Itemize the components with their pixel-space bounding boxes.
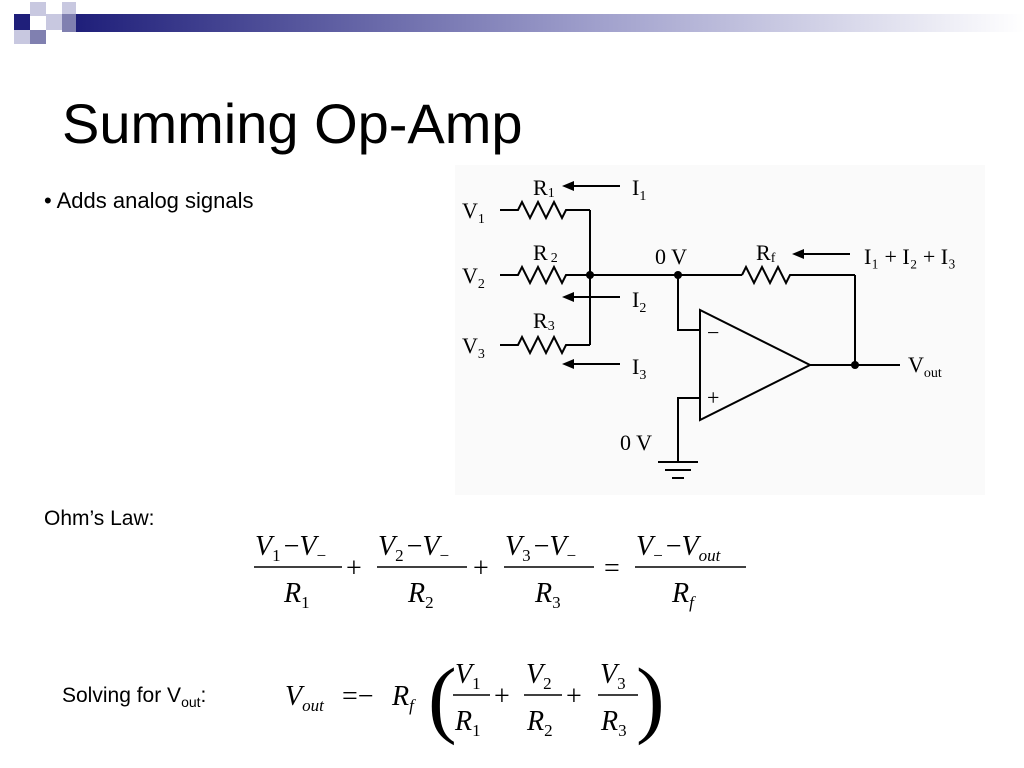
svg-text:V1−V−: V1−V− xyxy=(255,531,326,565)
vout-fraction-3: V3 R3 xyxy=(598,659,638,740)
vout-right-paren: ) xyxy=(636,650,665,746)
svg-text:V2−V−: V2−V− xyxy=(378,531,449,565)
label-r3: R3 xyxy=(533,308,555,334)
label-v1: V1 xyxy=(462,198,485,227)
svg-text:V1: V1 xyxy=(455,659,481,693)
bullet-adds-analog-signals: • Adds analog signals xyxy=(44,188,254,213)
deco-square-light xyxy=(14,30,30,44)
vout-rf: Rf xyxy=(391,681,416,715)
header-gradient-bar xyxy=(76,14,1024,32)
ohms-law-label: Ohm’s Law: xyxy=(44,507,155,530)
label-ground-0v: 0 V xyxy=(620,430,652,455)
label-v2: V2 xyxy=(462,263,485,292)
resistor-r3 xyxy=(500,334,590,356)
vout-plus-1: + xyxy=(494,681,510,712)
svg-text:V−−Vout: V−−Vout xyxy=(636,531,722,565)
ohm-plus-1: + xyxy=(346,553,362,584)
ohm-rhs: V−−Vout Rf xyxy=(635,531,746,612)
ohm-term-1: V1−V− R1 xyxy=(254,531,342,612)
svg-text:R2: R2 xyxy=(407,578,434,612)
deco-square-light xyxy=(62,2,76,16)
solving-for-vout-label: Solving for Vout: xyxy=(62,684,207,711)
label-i3: I3 xyxy=(632,354,646,383)
deco-square-navy xyxy=(14,14,30,30)
svg-text:V3: V3 xyxy=(600,659,626,693)
vout-lhs: Vout xyxy=(285,681,325,715)
resistor-rf xyxy=(741,264,855,286)
vout-plus-2: + xyxy=(566,681,582,712)
opamp-triangle xyxy=(699,308,813,422)
ohm-plus-2: + xyxy=(473,553,489,584)
vout-fraction-2: V2 R2 xyxy=(524,659,562,740)
resistor-r1 xyxy=(500,199,590,221)
ohm-equals: = xyxy=(604,553,620,584)
svg-text:R1: R1 xyxy=(454,706,481,740)
junction-dot-node xyxy=(674,271,682,279)
inverting-input-wire xyxy=(677,275,700,331)
svg-text:V2: V2 xyxy=(526,659,552,693)
label-r1: R1 xyxy=(533,175,555,201)
svg-text:R3: R3 xyxy=(534,578,561,612)
junction-dot-input xyxy=(586,271,594,279)
arrowhead-i2 xyxy=(562,292,574,302)
svg-text:V3−V−: V3−V− xyxy=(505,531,576,565)
svg-text:R2: R2 xyxy=(526,706,553,740)
slide-title: Summing Op-Amp xyxy=(62,92,523,155)
circuit-background xyxy=(455,165,985,495)
label-i2: I2 xyxy=(632,287,646,316)
label-i1: I1 xyxy=(632,175,646,204)
ohm-term-3: V3−V− R3 xyxy=(504,531,594,612)
opamp-plus-sign: + xyxy=(707,385,719,410)
header-decoration xyxy=(14,2,1024,44)
deco-square-light xyxy=(30,2,46,16)
junction-dot-output xyxy=(851,361,859,369)
vout-left-paren: ( xyxy=(428,650,457,746)
label-isum: I₁ + I₂ + I₃ xyxy=(864,244,956,269)
svg-text:Rf: Rf xyxy=(671,578,696,612)
label-v3: V3 xyxy=(462,333,485,362)
deco-square-gray xyxy=(30,30,46,44)
vout-fraction-1: V1 R1 xyxy=(453,659,490,740)
label-rf: Rf xyxy=(756,240,776,266)
deco-square-gray xyxy=(62,14,76,32)
vout-equals: =− xyxy=(342,681,374,712)
arrowhead-i1 xyxy=(562,181,574,191)
resistor-r2 xyxy=(500,264,590,286)
deco-square-light xyxy=(46,14,62,30)
noninverting-input-wire xyxy=(677,397,700,462)
opamp-minus-sign: − xyxy=(707,320,719,345)
arrowhead-isum xyxy=(792,249,804,259)
label-vout: Vout xyxy=(908,352,942,381)
ohm-term-2: V2−V− R2 xyxy=(377,531,467,612)
svg-text:R1: R1 xyxy=(283,578,310,612)
svg-text:R3: R3 xyxy=(600,706,627,740)
label-node-0v: 0 V xyxy=(655,244,687,269)
arrowhead-i3 xyxy=(562,359,574,369)
